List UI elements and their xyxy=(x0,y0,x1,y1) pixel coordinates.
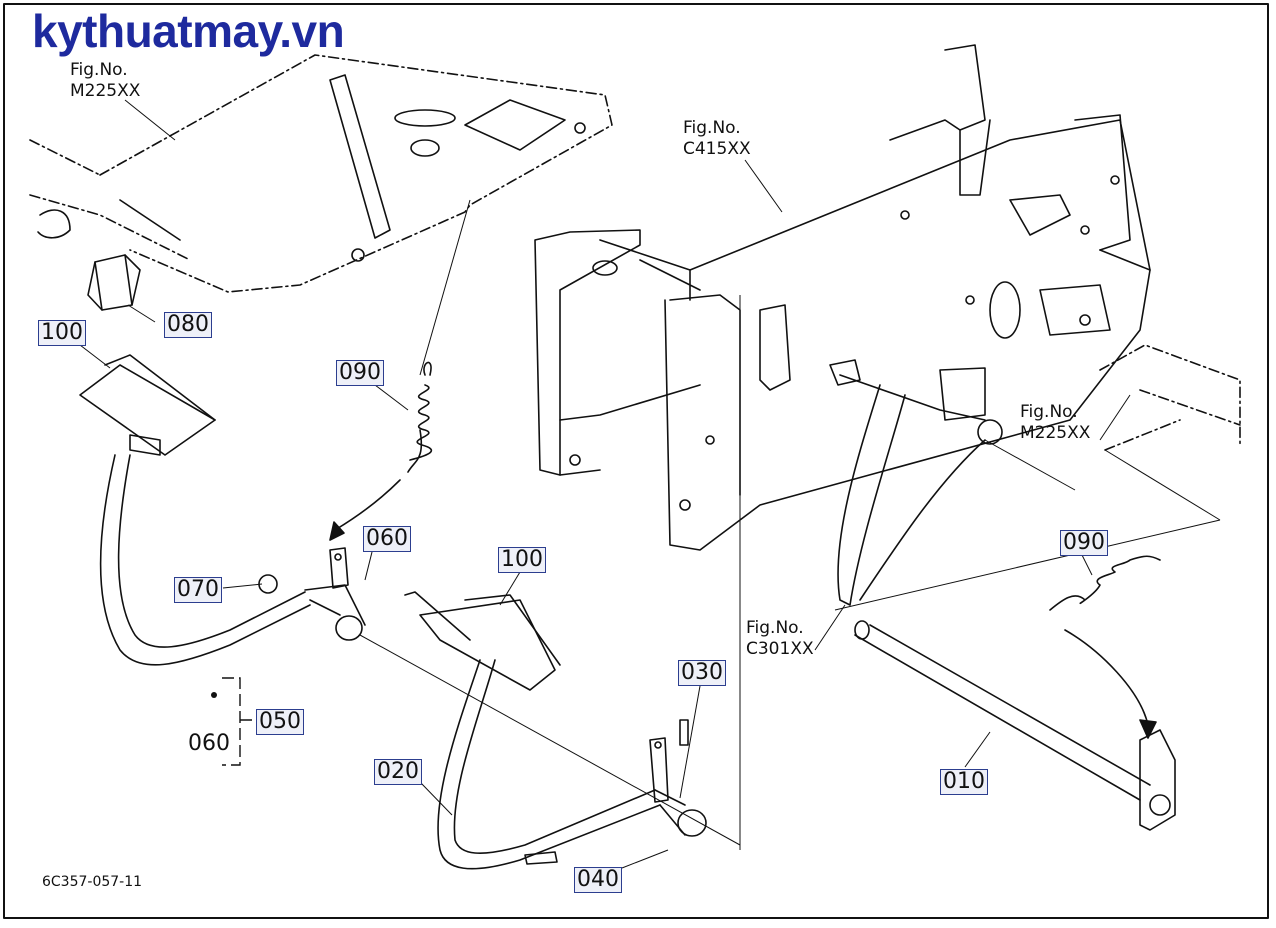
figure-ref-label: Fig.No. xyxy=(70,60,128,80)
cross-shaft xyxy=(854,620,1176,831)
floor-plate xyxy=(29,54,613,293)
spring-right xyxy=(1049,555,1161,611)
figure-ref-label: Fig.No. xyxy=(746,618,804,638)
group-bracket xyxy=(222,677,258,766)
figure-ref-label: Fig.No. xyxy=(683,118,741,138)
floor-plate-details xyxy=(37,74,586,311)
arrow-left-head xyxy=(329,521,345,541)
callout-020[interactable]: 020 xyxy=(374,759,422,785)
arrow-right-head xyxy=(1139,719,1157,739)
callout-100-left[interactable]: 100 xyxy=(38,320,86,346)
callout-050[interactable]: 050 xyxy=(256,709,304,735)
spring-left xyxy=(407,361,433,473)
figure-ref-code: M225XX xyxy=(1020,423,1091,443)
arrow-left xyxy=(334,479,401,531)
figure-ref-code: M225XX xyxy=(70,81,141,101)
right-pedal-arm xyxy=(404,591,707,870)
watermark-brand: kythuatmay.vn xyxy=(32,5,345,57)
label-060-group: 060 xyxy=(188,731,230,756)
figure-ref-code: C415XX xyxy=(683,139,751,159)
left-pedal-arm xyxy=(79,354,366,666)
arrow-right xyxy=(1064,629,1149,726)
callout-090-left[interactable]: 090 xyxy=(336,360,384,386)
callout-010[interactable]: 010 xyxy=(940,769,988,795)
figure-ref-c301[interactable]: Fig.No. C301XX xyxy=(746,618,814,660)
callout-040[interactable]: 040 xyxy=(574,867,622,893)
figure-ref-m225-right[interactable]: Fig.No. M225XX xyxy=(1020,402,1090,444)
figure-ref-label: Fig.No. xyxy=(1020,402,1078,422)
callout-030[interactable]: 030 xyxy=(678,660,726,686)
figure-ref-m225-top[interactable]: Fig.No. M225XX xyxy=(70,60,140,102)
callout-060[interactable]: 060 xyxy=(363,526,411,552)
figure-ref-code: C301XX xyxy=(746,639,814,659)
pedal-bracket xyxy=(837,374,986,606)
drawing-border xyxy=(3,3,1269,919)
callout-090-right[interactable]: 090 xyxy=(1060,530,1108,556)
callout-080[interactable]: 080 xyxy=(164,312,212,338)
callout-100-right[interactable]: 100 xyxy=(498,547,546,573)
group-dot xyxy=(211,692,217,698)
callout-070[interactable]: 070 xyxy=(174,577,222,603)
leader-lines xyxy=(79,99,1221,869)
main-frame xyxy=(534,44,1151,551)
figure-ref-c415[interactable]: Fig.No. C415XX xyxy=(683,118,751,160)
right-subplate xyxy=(1099,344,1241,451)
drawing-code: 6C357-057-11 xyxy=(42,874,143,890)
